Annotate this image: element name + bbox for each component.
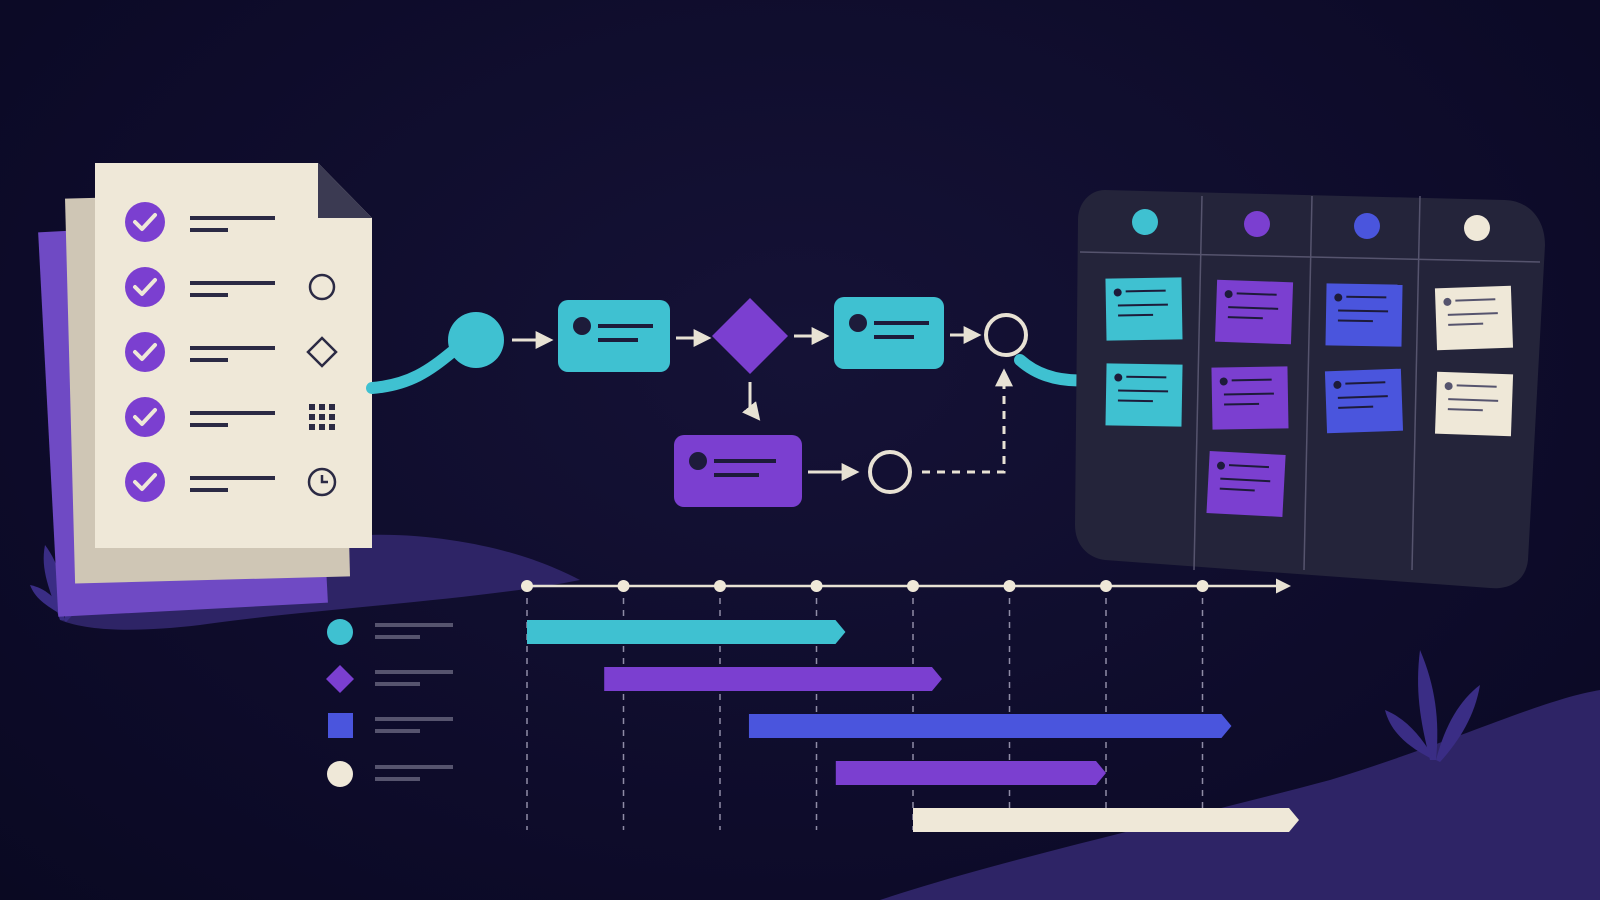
kanban-board — [1075, 190, 1545, 589]
kanban-columns — [1079, 195, 1541, 571]
hill-right — [880, 690, 1600, 900]
kanban-card — [1434, 371, 1514, 437]
checklist-row — [125, 332, 338, 372]
end-node-icon — [984, 313, 1028, 357]
timeline-marker — [1196, 580, 1209, 592]
gantt-legend — [326, 619, 453, 787]
task-card — [834, 297, 944, 369]
square-icon — [328, 713, 353, 738]
circle-icon — [327, 761, 353, 787]
kanban-card — [1434, 285, 1514, 351]
connector-doc-to-start — [366, 346, 458, 394]
checklist-row — [125, 202, 275, 242]
timeline-marker — [1100, 580, 1112, 592]
task-card — [558, 300, 670, 372]
column-divider — [1411, 195, 1421, 571]
check-icon — [125, 267, 165, 307]
decision-diamond-icon — [712, 298, 788, 374]
timeline-marker — [810, 580, 823, 592]
kanban-card — [1214, 279, 1294, 345]
kanban-card — [1105, 277, 1183, 341]
gantt-bar — [748, 714, 1232, 738]
kanban-card — [1206, 451, 1286, 517]
gantt-bar — [913, 808, 1299, 832]
diamond-icon — [326, 665, 354, 693]
kanban-card — [1324, 368, 1404, 434]
checklist-row — [125, 462, 337, 502]
task-card — [674, 435, 802, 507]
circle-icon — [308, 273, 336, 301]
column-divider — [1193, 195, 1203, 571]
start-node-icon — [448, 312, 504, 368]
timeline-marker — [907, 580, 919, 592]
column-header-dot — [1132, 209, 1158, 235]
column-divider — [1303, 195, 1313, 571]
diamond-icon — [306, 336, 338, 368]
timeline-marker — [714, 580, 726, 592]
flow-arrow — [741, 382, 761, 421]
flow-arrow-dashed — [922, 368, 1013, 474]
timeline-marker — [1003, 580, 1016, 592]
gantt-bar — [527, 620, 846, 644]
clock-icon — [307, 467, 337, 497]
check-icon — [125, 202, 165, 242]
checklist — [125, 202, 338, 502]
check-icon — [125, 332, 165, 372]
timeline-marker — [617, 580, 630, 592]
end-node-icon — [868, 450, 912, 494]
checklist-row — [125, 397, 335, 437]
checklist-row — [125, 267, 336, 307]
kanban-card — [1105, 363, 1183, 427]
gantt-bar — [604, 667, 942, 691]
gantt-bar — [835, 761, 1106, 785]
flowchart — [448, 297, 1028, 507]
column-header-dot — [1354, 213, 1380, 239]
gantt-timeline — [521, 578, 1299, 832]
kanban-card — [1211, 366, 1289, 430]
header-divider — [1079, 251, 1541, 263]
timeline-marker — [521, 580, 533, 592]
grid-icon — [309, 404, 335, 430]
circle-icon — [327, 619, 353, 645]
check-icon — [125, 462, 165, 502]
plant-right — [1385, 650, 1480, 762]
column-header-dot — [1464, 215, 1490, 241]
column-header-dot — [1244, 211, 1270, 237]
kanban-card — [1325, 283, 1403, 347]
check-icon — [125, 397, 165, 437]
